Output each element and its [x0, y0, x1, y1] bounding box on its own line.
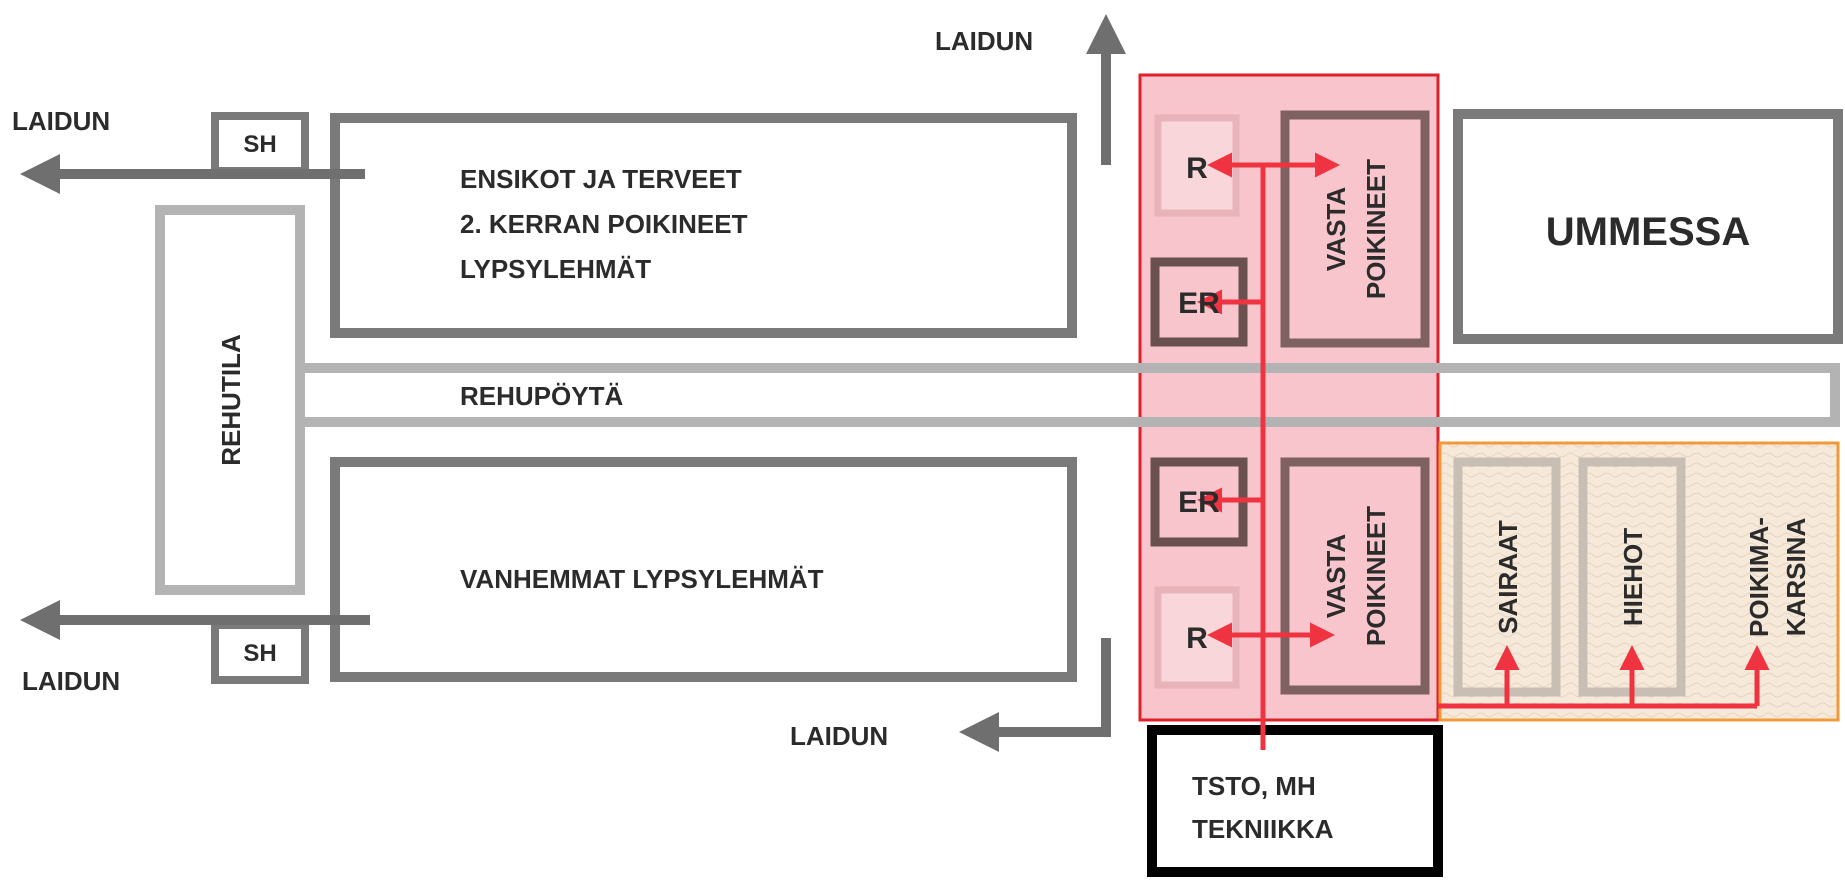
office-label-line1: TSTO, MH	[1192, 771, 1316, 801]
sick-cows-label: SAIRAAT	[1493, 520, 1523, 634]
feed-table-label: REHUPÖYTÄ	[460, 381, 623, 411]
exit-arrow-bottom-center	[959, 638, 1111, 752]
exit-label-top-center: LAIDUN	[935, 26, 1033, 56]
exit-label-top-left: LAIDUN	[12, 106, 110, 136]
upper-pen-label-line3: LYPSYLEHMÄT	[460, 254, 651, 284]
calving-pen-line1: POIKIMA-	[1744, 517, 1774, 637]
lower-pen-label: VANHEMMAT LYPSYLEHMÄT	[460, 564, 824, 594]
fresh-cows-box-bottom	[1280, 457, 1430, 695]
feed-room-label: REHUTILA	[216, 334, 246, 466]
feed-table-corridor	[298, 363, 1840, 427]
exit-label-bottom-center: LAIDUN	[790, 721, 888, 751]
sh-box-top	[211, 112, 309, 175]
heifers-label: HIEHOT	[1618, 528, 1648, 626]
er-label-top: ER	[1178, 287, 1220, 320]
sh-label-top: SH	[243, 131, 276, 158]
dry-cows-pen	[1453, 109, 1843, 344]
r-label-top: R	[1186, 152, 1208, 185]
dry-cows-label: UMMESSA	[1546, 210, 1750, 254]
fresh-cows-bottom-line2: POIKINEET	[1361, 506, 1391, 646]
office-box	[1147, 725, 1443, 877]
lower-pen	[330, 457, 1077, 682]
fresh-cows-bottom-line1: VASTA	[1321, 534, 1351, 618]
upper-pen-label-line1: ENSIKOT JA TERVEET	[460, 164, 742, 194]
feed-room-box	[155, 205, 305, 595]
fresh-cows-top-line2: POIKINEET	[1361, 159, 1391, 299]
calving-pen-line2: KARSINA	[1781, 518, 1811, 637]
exit-label-bottom-left: LAIDUN	[22, 666, 120, 696]
fresh-cows-top-line1: VASTA	[1321, 187, 1351, 271]
r-label-bottom: R	[1186, 622, 1208, 655]
office-label-line2: TEKNIIKKA	[1192, 814, 1334, 844]
sh-label-bottom: SH	[243, 640, 276, 667]
fresh-cows-box-top	[1280, 110, 1430, 348]
upper-pen	[330, 113, 1077, 338]
er-label-bottom: ER	[1178, 486, 1220, 519]
upper-pen-label-line2: 2. KERRAN POIKINEET	[460, 209, 748, 239]
